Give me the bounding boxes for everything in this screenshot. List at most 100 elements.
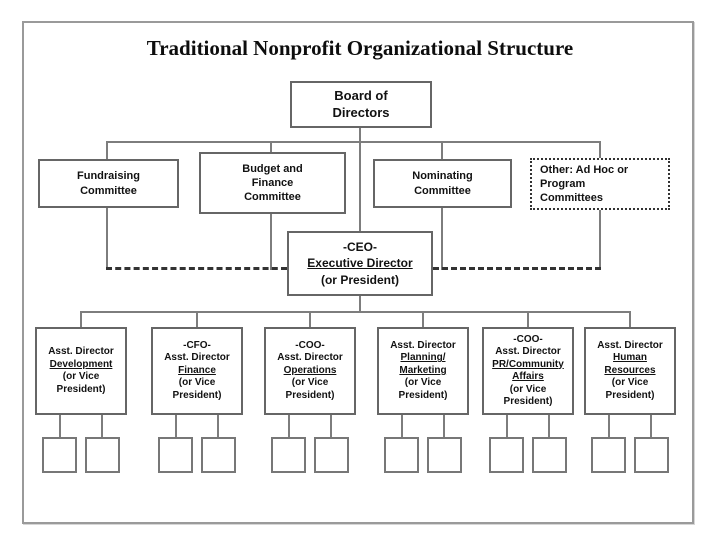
connector-staff-stub	[443, 415, 445, 437]
staff-box	[42, 437, 77, 473]
staff-box	[384, 437, 419, 473]
box-text-line: President)	[605, 389, 655, 401]
connector-stub-other	[599, 141, 601, 158]
connector-other-down	[599, 210, 601, 270]
box-text-line: Asst. Director	[48, 346, 114, 357]
box-text-line: (or Vice	[178, 377, 216, 389]
box-text-line: Asst. Director	[390, 339, 456, 351]
staff-box	[489, 437, 524, 473]
connector-staff-stub	[650, 415, 652, 437]
box-text-line: -COO-	[513, 333, 543, 345]
connector-budget-down	[270, 214, 272, 270]
box-text-line: President)	[285, 389, 335, 401]
staff-box	[532, 437, 567, 473]
connector-stub-director-2	[196, 311, 198, 327]
box-text-line: (or President)	[320, 272, 399, 287]
box-text-line: Planning/	[400, 352, 446, 364]
box-text-line: Asst. Director	[277, 352, 343, 364]
connector-stub-director-5	[527, 311, 529, 327]
connector-staff-stub	[175, 415, 177, 437]
box-text-line: Committee	[414, 184, 471, 197]
staff-box	[158, 437, 193, 473]
box-text-line: Asst. Director	[495, 346, 561, 357]
connector-staff-stub	[401, 415, 403, 437]
box-text-line: Directors	[332, 104, 390, 120]
box-text-line: Board of	[334, 87, 388, 103]
box-text-line: PR/Community	[492, 358, 564, 370]
box-text-line: President)	[56, 383, 106, 395]
box-text-line: Other: Ad Hoc or	[540, 163, 629, 176]
dashed-advisory-line-right	[433, 267, 601, 270]
box-text-line: (or Vice	[404, 377, 442, 389]
box-text-line: Development	[49, 358, 113, 370]
connector-director-bus	[80, 311, 631, 313]
box-text-line: -COO-	[295, 339, 325, 351]
box-text-line: President)	[398, 389, 448, 401]
staff-box	[85, 437, 120, 473]
connector-staff-stub	[59, 415, 61, 437]
connector-ceo-down	[359, 296, 361, 312]
connector-fundraising-down	[106, 208, 108, 270]
staff-box	[271, 437, 306, 473]
connector-staff-stub	[217, 415, 219, 437]
connector-staff-stub	[548, 415, 550, 437]
connector-stub-fundraising	[106, 141, 108, 159]
staff-box	[427, 437, 462, 473]
box-text-line: Nominating	[412, 170, 473, 183]
connector-stub-budget	[270, 141, 272, 152]
box-text-line: Operations	[283, 364, 337, 376]
connector-staff-stub	[608, 415, 610, 437]
box-text-line: President)	[172, 389, 222, 401]
box-text-line: Finance	[178, 364, 216, 376]
connector-stub-nominating	[441, 141, 443, 159]
staff-box	[201, 437, 236, 473]
connector-staff-stub	[506, 415, 508, 437]
box-text-line: Program	[540, 177, 586, 190]
connector-nominating-down	[441, 208, 443, 270]
box-text-line: Human	[613, 352, 647, 364]
box-text-line: Finance	[251, 176, 294, 189]
box-text-line: -CFO-	[183, 339, 211, 351]
connector-staff-stub	[288, 415, 290, 437]
box-text-line: Executive Director	[307, 256, 413, 271]
ceo-executive-director-box: -CEO-Executive Director(or President)	[287, 231, 433, 296]
connector-stub-director-3	[309, 311, 311, 327]
box-text-line: (or Vice	[62, 371, 100, 382]
connector-stub-director-6	[629, 311, 631, 327]
box-text-line: Marketing	[399, 364, 447, 376]
staff-box	[314, 437, 349, 473]
box-text-line: Resources	[604, 364, 656, 376]
box-text-line: (or Vice	[611, 377, 649, 389]
box-text-line: -CEO-	[343, 240, 377, 255]
connector-staff-stub	[101, 415, 103, 437]
connector-stub-director-4	[422, 311, 424, 327]
connector-stub-director-1	[80, 311, 82, 327]
connector-board-to-ceo	[359, 128, 361, 231]
box-text-line: Committees	[540, 192, 603, 205]
diagram-title: Traditional Nonprofit Organizational Str…	[146, 36, 574, 60]
connector-staff-stub	[330, 415, 332, 437]
box-text-line: (or Vice	[291, 377, 329, 389]
staff-box	[634, 437, 669, 473]
box-text-line: Committee	[244, 191, 301, 204]
box-text-line: Asst. Director	[597, 339, 663, 351]
box-text-line: President)	[503, 396, 553, 407]
box-text-line: Committee	[80, 184, 137, 197]
box-text-line: (or Vice	[509, 383, 547, 395]
box-text-line: Asst. Director	[164, 352, 230, 364]
box-text-line: Affairs	[512, 371, 544, 382]
box-text-line: Fundraising	[77, 170, 140, 183]
dashed-advisory-line-left	[106, 267, 287, 270]
connector-committee-bus	[106, 141, 601, 143]
